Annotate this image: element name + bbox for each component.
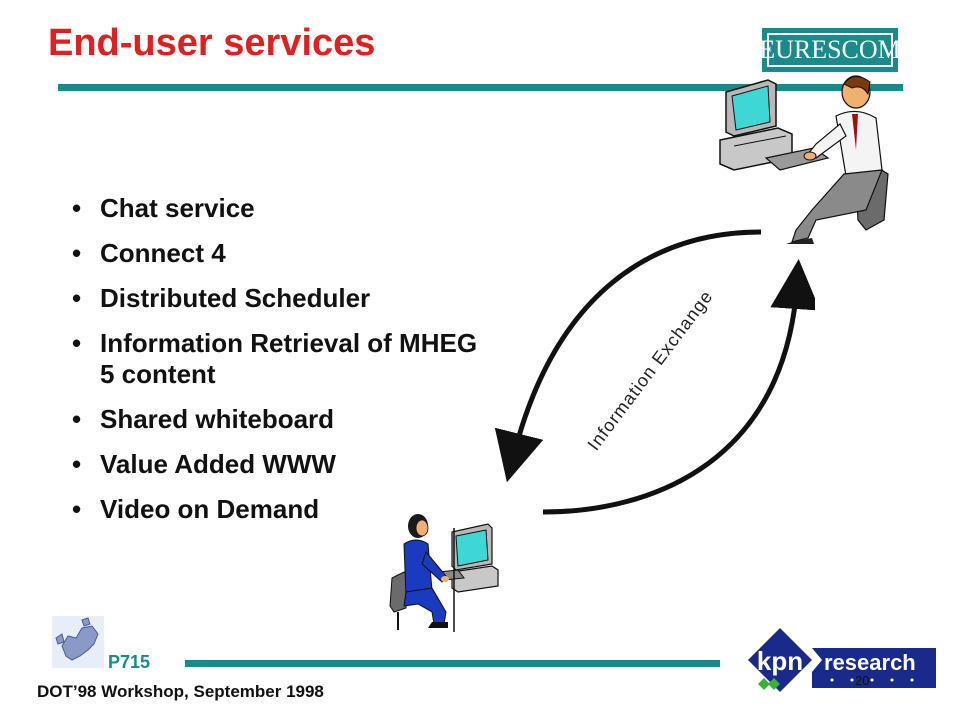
woman-at-computer-icon [389, 514, 499, 632]
bullet-text: Information Retrieval of MHEG 5 content [100, 328, 478, 389]
bullet-dot: • [72, 238, 82, 268]
slide-title: End-user services [48, 22, 376, 64]
bullet-text: Distributed Scheduler [100, 283, 371, 313]
bullet-text: Shared whiteboard [100, 404, 335, 434]
research-text: research [824, 650, 916, 675]
bullet-item: • Value Added WWW [72, 449, 492, 480]
bullet-text: Value Added WWW [100, 449, 336, 479]
page-number: 20 [855, 673, 870, 688]
kpn-text: kpn [757, 646, 803, 676]
arrow-to-woman [495, 229, 762, 483]
bullet-text: Video on Demand [100, 494, 320, 524]
europe-map-icon [52, 616, 104, 668]
project-code: P715 [108, 652, 151, 672]
bullet-dot: • [72, 283, 82, 313]
bullet-item: • Connect 4 [72, 238, 492, 269]
bullet-dot: • [72, 449, 82, 479]
footer-rule [185, 660, 720, 667]
eurescom-logo: EURESCOM [759, 28, 901, 72]
title-rule [58, 84, 903, 91]
bullet-item: • Distributed Scheduler [72, 283, 492, 314]
kpn-research-logo: kpn research [748, 628, 936, 692]
bullet-item: • Information Retrieval of MHEG 5 content [72, 328, 492, 390]
eurescom-logo-text: EURESCOM [759, 33, 901, 67]
arrow-to-man [542, 259, 815, 515]
bullet-item: • Shared whiteboard [72, 404, 492, 435]
bullet-dot: • [72, 193, 82, 223]
bullet-text: Connect 4 [100, 238, 226, 268]
exchange-arrows [495, 229, 815, 515]
bullet-text: Chat service [100, 193, 255, 223]
bullet-dot: • [72, 328, 82, 358]
bullet-dot: • [72, 494, 82, 524]
bullet-dot: • [72, 404, 82, 434]
bullet-item: • Video on Demand [72, 494, 492, 525]
footer-event: DOT’98 Workshop, September 1998 [37, 682, 324, 701]
bullet-list: • Chat service • Connect 4 • Distributed Sc… [72, 193, 492, 539]
man-at-computer-icon [719, 75, 889, 244]
bullet-item: • Chat service [72, 193, 492, 224]
